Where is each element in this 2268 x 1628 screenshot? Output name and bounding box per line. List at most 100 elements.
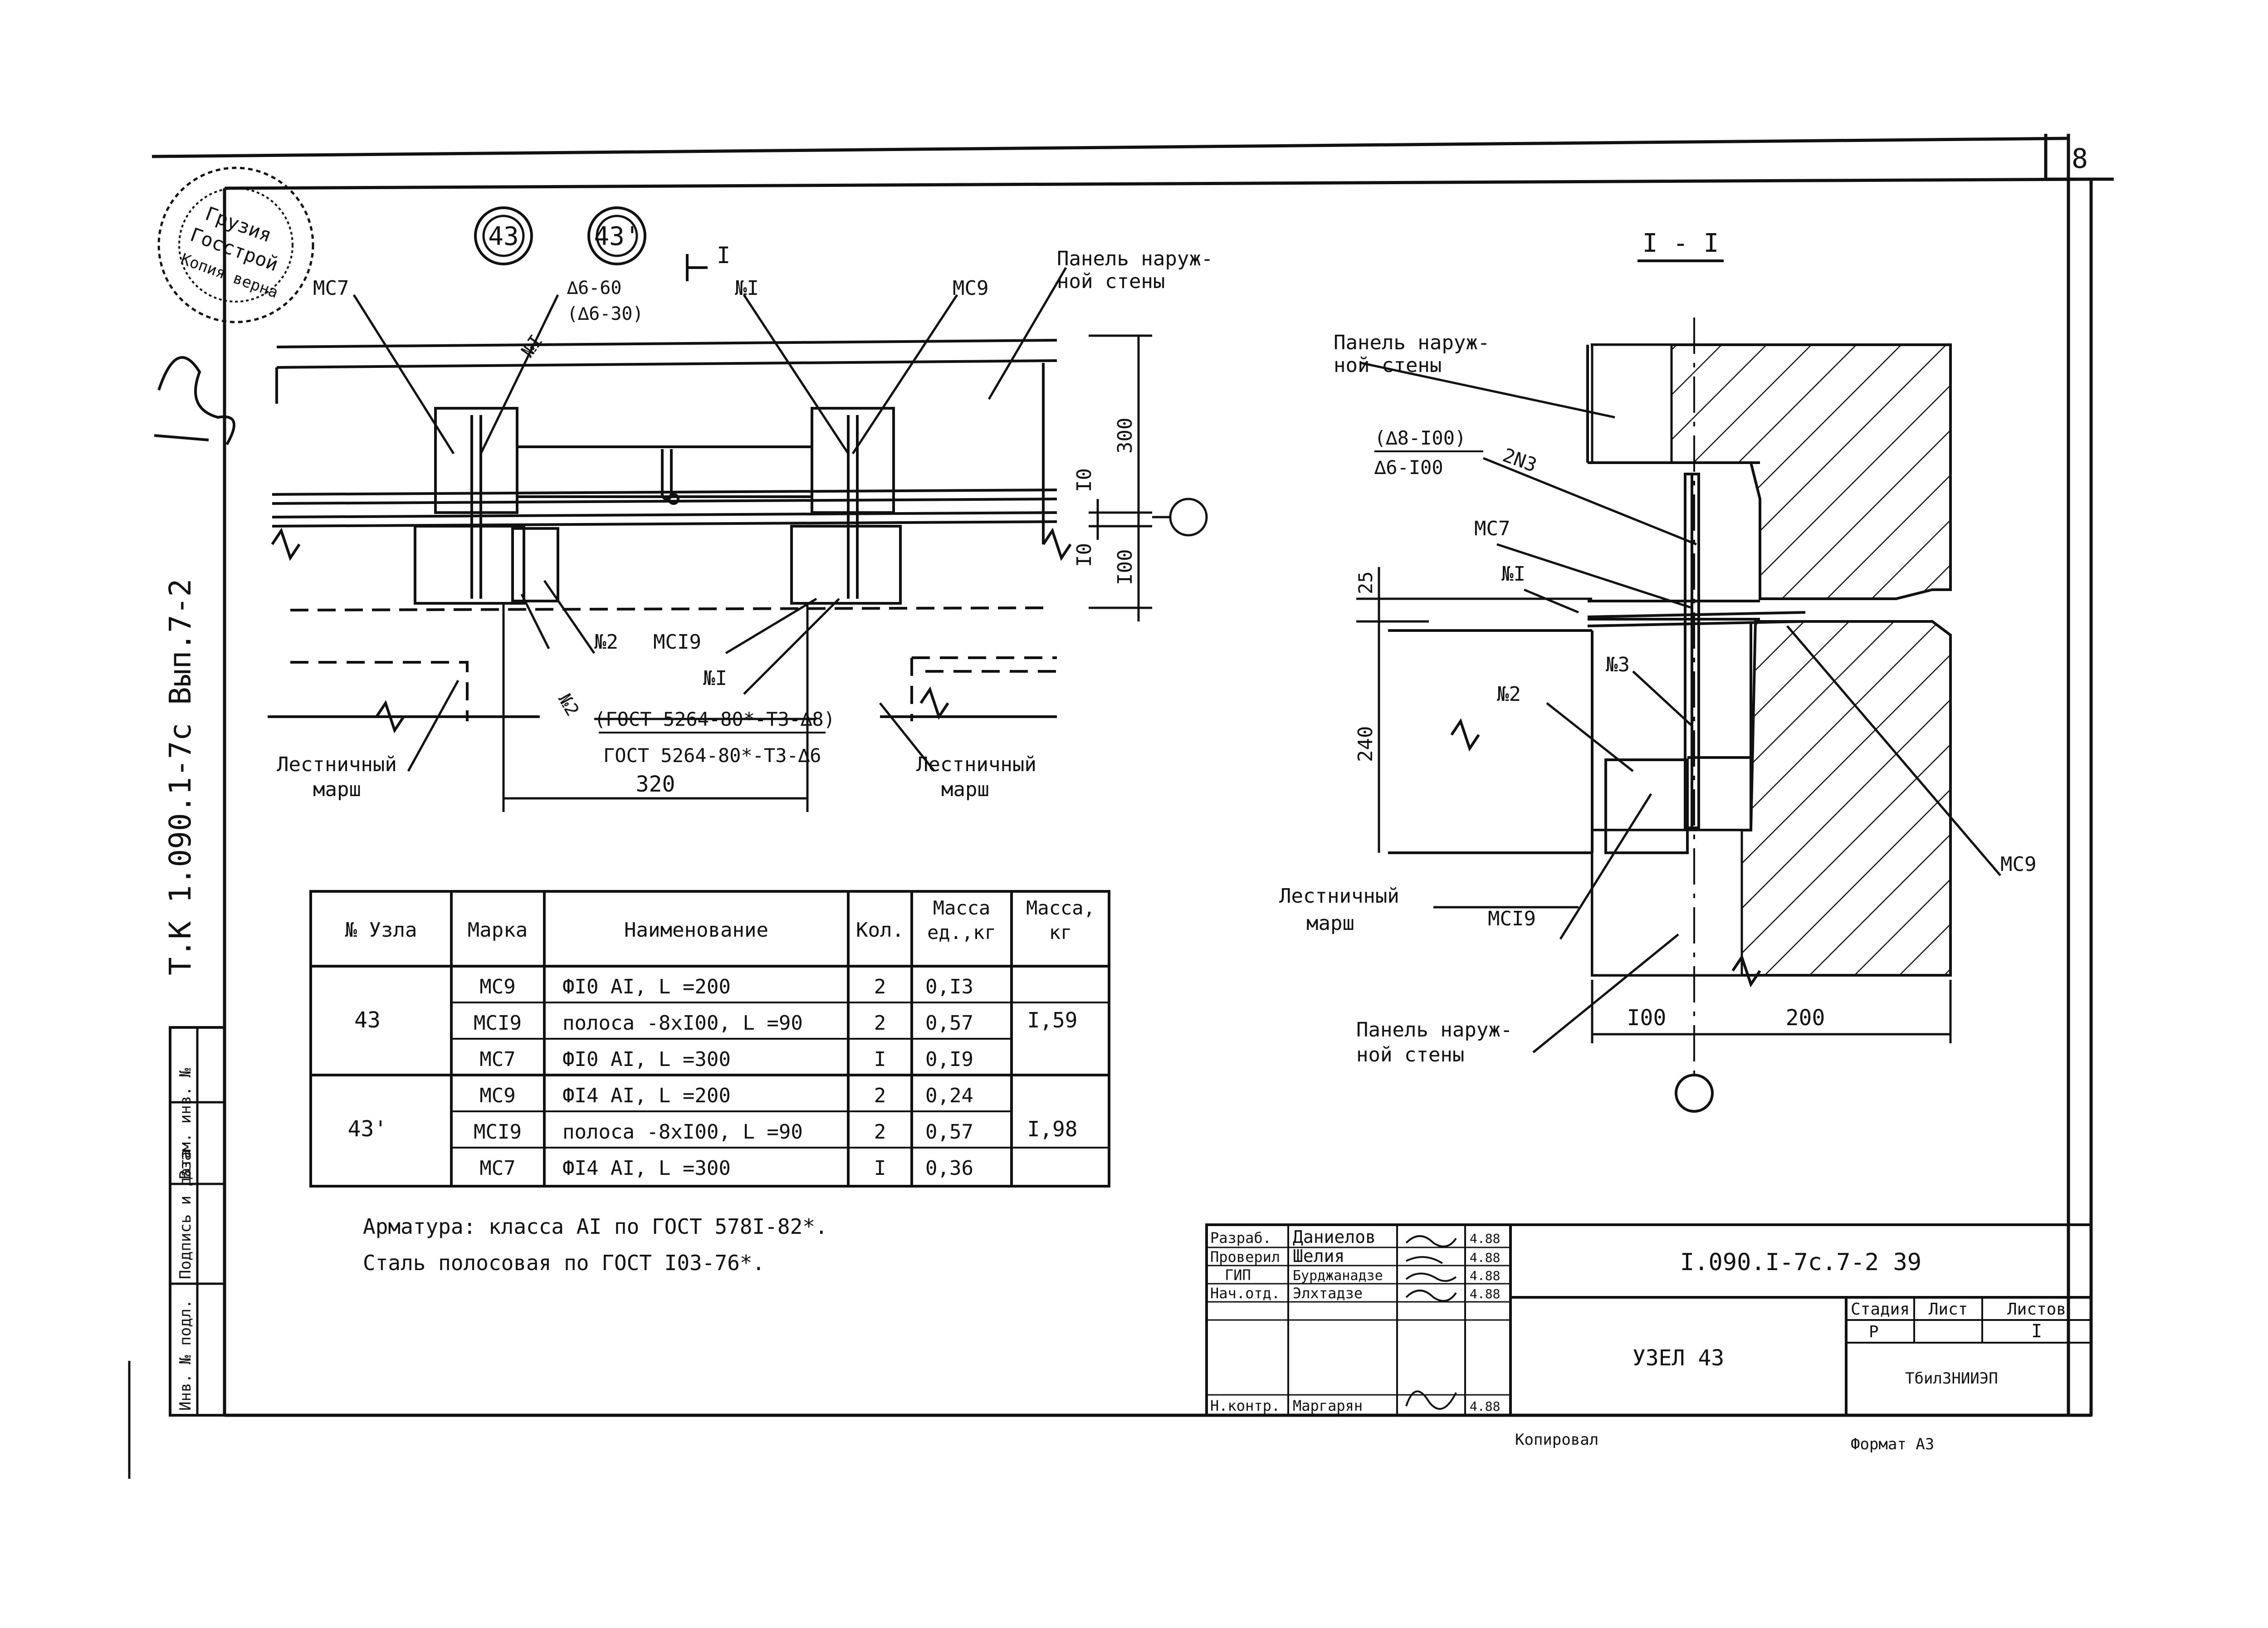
tb-name-2: Шелия (1293, 1246, 1344, 1266)
sec-label-stair-1: Лестничный (1279, 885, 1399, 908)
node-mark-43prime: 43' (587, 206, 646, 265)
sec-label-stair-2: марш (1306, 912, 1354, 935)
cell-mark: МС7 (479, 1157, 515, 1180)
sec-label-n3-rotated: 2N3 (1500, 444, 1540, 476)
cell-mark: МСI9 (474, 1012, 522, 1035)
svg-text:Инв. № подл.: Инв. № подл. (176, 1299, 195, 1411)
note-reinforcement: Арматура: класса АI по ГОСТ 578I-82*. (363, 1214, 828, 1239)
sec-label-panel-top-1: Панель наруж- (1334, 331, 1490, 354)
th-mark: Марка (468, 919, 528, 942)
cell-name: ФI4 АI, L =200 (562, 1084, 731, 1107)
spec-table: № Узла Марка Наименование Кол. Масса ед.… (309, 890, 1110, 1188)
cell-name: ФI0 АI, L =300 (562, 1048, 731, 1071)
row-node-43: 43 (354, 1007, 381, 1033)
sec-dim-100: I00 (1627, 1005, 1667, 1031)
th-name: Наименование (624, 919, 768, 942)
sec-label-mc9: МС9 (2000, 853, 2036, 876)
tb-name-3: Бурджанадзе (1293, 1268, 1383, 1284)
label-n1-rotated: №I (518, 331, 547, 361)
dim-10a: I0 (1073, 468, 1096, 492)
section-title: I - I (1642, 229, 1719, 258)
cell-qty: 2 (874, 1084, 886, 1107)
sec-label-mc7: МС7 (1474, 517, 1510, 540)
sec-label-n3: №3 (1606, 653, 1630, 676)
tb-signatures (1405, 1235, 1457, 1410)
cell-name: ФI4 АI, L =300 (562, 1157, 731, 1180)
section-mark (686, 254, 708, 281)
sec-label-panel-bottom-2: ной стены (1356, 1043, 1464, 1066)
svg-text:43: 43 (488, 222, 518, 251)
cell-name: полоса -8хI00, L =90 (562, 1012, 803, 1035)
sheet-number: 8 (2072, 143, 2088, 175)
signature (154, 356, 235, 445)
tb-date-2: 4.88 (1470, 1250, 1500, 1265)
label-panel-line1: Панель наруж- (1057, 247, 1213, 270)
tb-role-1: Разраб. (1210, 1229, 1271, 1247)
row-total-43: I,59 (1027, 1008, 1078, 1032)
cell-unit-mass: 0,57 (925, 1120, 973, 1144)
tb-sheet-header: Лист (1929, 1300, 1968, 1319)
node-mark-43: 43 (474, 206, 533, 265)
cell-mark: МС7 (479, 1048, 515, 1071)
label-mc7: МС7 (313, 277, 349, 300)
tb-sheets-header: Листов (2007, 1300, 2066, 1319)
sec-label-mc19: МСI9 (1488, 907, 1536, 930)
sec-label-weld-alt: (∆8-I00) (1374, 427, 1466, 449)
label-n2: №2 (594, 631, 618, 654)
cell-qty: 2 (874, 1120, 886, 1144)
footer-copied: Копировал (1515, 1431, 1598, 1449)
label-gost: ГОСТ 5264-80*-Т3-∆6 (603, 744, 821, 767)
footer-format: Формат А3 (1851, 1435, 1934, 1453)
label-stair-right-2: марш (941, 778, 989, 801)
tb-role-5: Н.контр. (1210, 1397, 1280, 1414)
section-mark-label: I (717, 242, 730, 269)
side-columns: Инв. № подл. Подпись и дата Взам. инв. № (169, 1026, 226, 1417)
label-mc19: МСI9 (653, 631, 701, 654)
cell-mark: МСI9 (474, 1120, 522, 1144)
sec-dim-240: 240 (1354, 726, 1377, 762)
tb-role-2: Проверил (1210, 1248, 1280, 1266)
sec-dim-25: 25 (1354, 571, 1377, 594)
svg-text:Взам. инв. №: Взам. инв. № (176, 1068, 195, 1179)
sec-label-n2: №2 (1497, 683, 1521, 706)
tb-role-3: ГИП (1225, 1266, 1251, 1284)
organization-seal: Грузия Госстрой Копия верна (157, 166, 314, 323)
tb-date-4: 4.88 (1470, 1286, 1500, 1301)
label-weld-top: ∆6-60 (567, 278, 621, 298)
title-block: Разраб. Проверил ГИП Нач.отд. Н.контр. Д… (1205, 1223, 2092, 1417)
tb-sheets: I (2031, 1321, 2042, 1342)
tb-date-5: 4.88 (1470, 1399, 1500, 1414)
th-node: № Узла (345, 919, 417, 942)
cell-qty: I (874, 1048, 886, 1071)
cell-qty: I (874, 1157, 886, 1180)
dim-300: 300 (1114, 418, 1137, 454)
tb-name-4: Элхтадзе (1293, 1285, 1363, 1302)
sec-label-weld: ∆6-I00 (1374, 456, 1443, 479)
sec-dim-200: 200 (1786, 1005, 1825, 1031)
label-gost-alt: (ГОСТ 5264-80*-Т3-∆8) (594, 708, 835, 730)
plan-view: I МС7 ∆6-60 (∆6-30) №I №I МС9 Панель нар… (268, 242, 1213, 812)
tb-role-4: Нач.отд. (1210, 1285, 1280, 1302)
cell-unit-mass: 0,I9 (925, 1048, 973, 1071)
tb-stage-header: Стадия (1851, 1300, 1910, 1319)
svg-text:Подпись и дата: Подпись и дата (176, 1149, 195, 1279)
tb-org: ТбилЗНИИЭП (1905, 1369, 1998, 1388)
label-stair-right-1: Лестничный (916, 753, 1036, 776)
th-qty: Кол. (856, 919, 904, 942)
note-steel: Сталь полосовая по ГОСТ I03-76*. (363, 1251, 765, 1275)
row-total-43prime: I,98 (1027, 1117, 1078, 1141)
cell-unit-mass: 0,24 (925, 1084, 973, 1107)
sec-label-panel-top-2: ной стены (1334, 354, 1442, 377)
sec-label-n1: №I (1501, 562, 1525, 586)
label-weld-top-alt: (∆6-30) (567, 303, 644, 324)
cell-unit-mass: 0,57 (925, 1012, 973, 1035)
th-total-mass: Масса, кг (1026, 897, 1095, 944)
cell-unit-mass: 0,I3 (925, 975, 973, 998)
th-unit-mass: Масса ед.,кг (927, 897, 996, 944)
tb-date-1: 4.88 (1470, 1231, 1500, 1246)
label-stair-left-1: Лестничный (277, 753, 397, 776)
dim-10b: I0 (1073, 543, 1096, 567)
sec-label-panel-bottom-1: Панель наруж- (1356, 1018, 1512, 1041)
label-stair-left-2: марш (313, 778, 361, 801)
